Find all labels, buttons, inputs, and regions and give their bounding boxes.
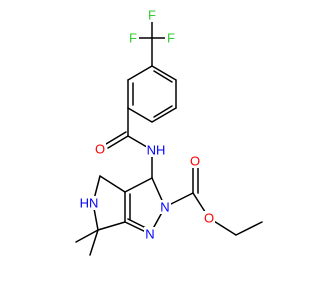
bond-c3a-c3 [124, 177, 153, 193]
bond-benzene-1 [151, 65, 177, 81]
ester-ether-oxygen-label: O [204, 211, 214, 226]
bond-methyl-2 [89, 229, 99, 256]
bond-benzene-3-inner [153, 105, 173, 118]
amide-oxygen-label: O [95, 142, 105, 157]
fluorine-left-label: F [129, 31, 137, 46]
bonds [75, 21, 263, 256]
molecule-diagram: F F F O NH HN N N O O [75, 7, 263, 256]
structure-drawing: F F F O NH HN N N O O [75, 8, 263, 256]
bond-methyl-1 [75, 229, 99, 243]
bond-ch2-ch3 [235, 221, 263, 236]
pyrazole-n2-label: N [160, 200, 169, 215]
fluorine-right-label: F [167, 31, 175, 46]
bond-benzene-4 [127, 107, 153, 123]
ring-hn-label: HN [80, 196, 99, 211]
atom-labels: F F F O NH HN N N O O [78, 8, 215, 242]
amide-nh-label: NH [147, 143, 166, 158]
bond-carbonyl-o-2 [105, 131, 127, 145]
bond-c3a-ch2 [99, 175, 126, 193]
bond-benzene-6 [127, 65, 153, 81]
bond-benzene-1-inner [153, 70, 173, 83]
bond-benzene-3 [151, 107, 177, 123]
ester-carbonyl-oxygen-label: O [190, 154, 200, 169]
fluorine-top-label: F [148, 8, 156, 23]
bond-carbonyl-o-1 [107, 135, 129, 149]
bond-cme2-c6a [97, 221, 126, 231]
pyrazole-n1-label: N [145, 227, 154, 242]
